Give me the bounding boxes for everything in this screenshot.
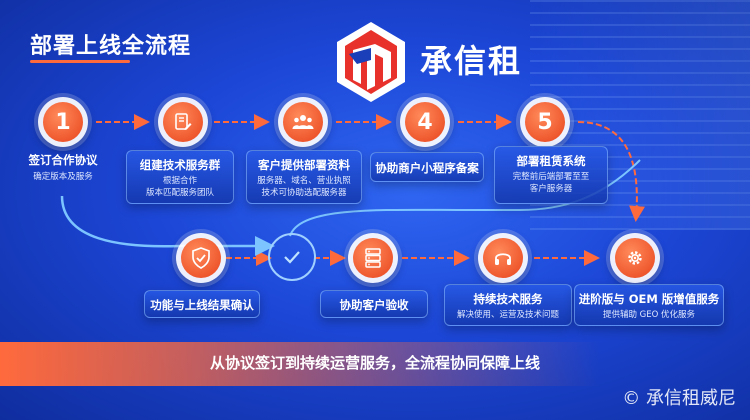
headset-icon [495,253,511,265]
summary-banner [0,342,750,386]
step-1-title: 签订合作协议 [28,153,98,167]
watermark: © 承信租威尼 [622,388,736,409]
step-5-title: 部署租赁系统 [516,154,586,168]
blue-flow-1 [60,195,275,256]
step-9-node [478,233,528,283]
step-5-number: 5 [525,102,565,142]
step-2-node [158,97,208,147]
step-8-box: 协助客户验收 [320,290,428,318]
step-1-number: 1 [43,102,83,142]
step-3-sub1: 服务器、域名、营业执照 [257,176,351,186]
blue-flow-2 [289,208,520,237]
shield-check-icon [192,247,210,269]
step-1-sub: 确定版本及服务 [33,172,93,182]
step-5-sub2: 客户服务器 [529,184,573,194]
step-4-node: 4 [400,97,450,147]
step-2-sub1: 根据合作 [162,176,197,186]
step-4-title: 协助商户小程序备案 [375,161,479,175]
step-2-sub2: 版本匹配服务团队 [145,188,214,198]
brand-name: 承信租 [420,42,523,80]
step-3-title: 客户提供部署资料 [258,158,350,172]
step-2-box: 组建技术服务群 根据合作 版本匹配服务团队 [126,150,234,204]
gear-icon [628,251,642,265]
step-4-number: 4 [405,102,445,142]
step-1-node: 1 [38,97,88,147]
step-3-node [278,97,328,147]
step-5-sub1: 完整前后端部署至至 [512,172,590,182]
page-title: 部署上线全流程 [30,34,192,59]
arrow-5-10 [577,121,645,222]
step-10-sub: 提供辅助 GEO 优化服务 [602,310,696,320]
step-3-sub2: 技术可协助选配服务器 [261,188,347,198]
title-underline [30,60,130,63]
step-10-box: 进阶版与 OEM 版增值服务 提供辅助 GEO 优化服务 [574,284,724,326]
step-10-node [610,233,660,283]
brand-logo-icon [337,22,405,102]
document-edit-icon [175,113,192,130]
step-4-box: 协助商户小程序备案 [370,152,484,182]
summary-banner-text: 从协议签订到持续运营服务，全流程协同保障上线 [209,354,540,372]
step-6-title: 功能与上线结果确认 [150,298,254,312]
step-5-box: 部署租赁系统 完整前后端部署至至 客户服务器 [494,146,608,204]
check-icon [284,251,300,264]
step-3-box: 客户提供部署资料 服务器、域名、营业执照 技术可协助选配服务器 [246,150,362,204]
step-10-title: 进阶版与 OEM 版增值服务 [578,292,720,306]
step-8-title: 协助客户验收 [339,298,409,312]
step-6-box: 功能与上线结果确认 [144,290,260,318]
step-9-sub: 解决使用、运营及技术问题 [456,310,559,320]
step-2-title: 组建技术服务群 [139,158,221,172]
step-9-title: 持续技术服务 [473,292,543,306]
step-5-node: 5 [520,97,570,147]
people-icon [292,115,314,129]
server-icon [365,248,381,268]
check-node [268,233,316,281]
step-9-box: 持续技术服务 解决使用、运营及技术问题 [444,284,572,326]
step-8-node [348,233,398,283]
step-6-node [176,233,226,283]
